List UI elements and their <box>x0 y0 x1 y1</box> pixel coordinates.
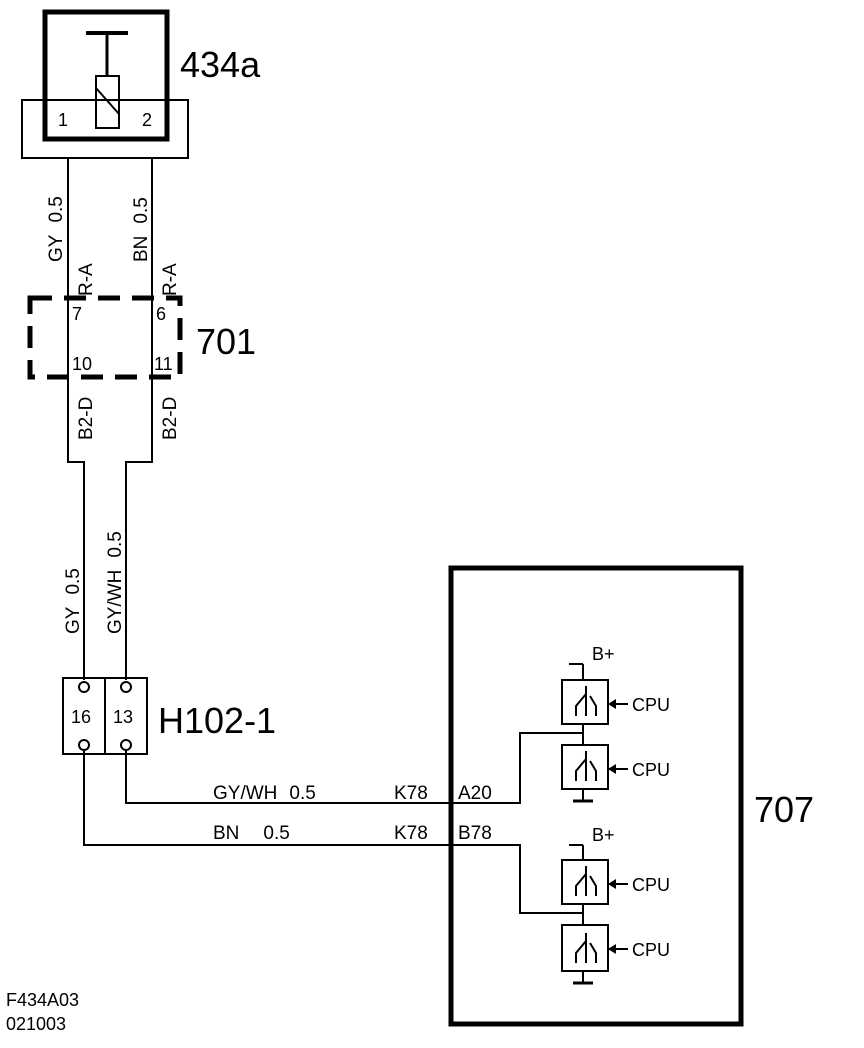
connector-h102-pin-13: 13 <box>113 707 133 727</box>
upper-wires: GY0.5 BN0.5 <box>46 158 153 298</box>
wire-k78-b78-conn: K78 <box>394 823 428 844</box>
solenoid-coil <box>95 75 120 129</box>
wire-gy-lower-label: GY0.5 <box>63 568 84 634</box>
connector-701-pin-10: 10 <box>72 354 92 374</box>
lower-driver-pair: B+ CPU CPU <box>561 825 670 985</box>
bplus-bottom-label: B+ <box>592 825 615 845</box>
solenoid-434a: 1 2 434a <box>21 9 261 159</box>
connector-701-box <box>27 295 183 380</box>
upper-driver-pair: B+ CPU CPU <box>561 644 670 803</box>
solenoid-pin-2: 2 <box>142 110 152 130</box>
module-707-box <box>448 565 744 1027</box>
middle-wires: GY0.5 GY/WH0.5 <box>63 377 153 680</box>
connector-701-bottom-right-label: B2-D <box>160 397 181 440</box>
connector-701-top-left-label: R-A <box>76 263 97 296</box>
connector-701: R-A R-A 7 6 10 11 701 B2-D B2-D <box>27 263 256 440</box>
connector-701-id-label: 701 <box>196 321 256 362</box>
solenoid-id-label: 434a <box>180 44 261 85</box>
cpu-label-2: CPU <box>632 760 670 780</box>
solenoid-434a-box <box>42 9 170 142</box>
bplus-top-label: B+ <box>592 644 615 664</box>
cpu-label-4: CPU <box>632 940 670 960</box>
connector-701-pin-11: 11 <box>154 354 173 374</box>
wire-k78-a20-pin: A20 <box>458 783 492 804</box>
connector-h102-1: 16 13 H102-1 <box>62 677 276 755</box>
connector-701-pin-7: 7 <box>72 304 82 324</box>
connector-h102-pin-16: 16 <box>71 707 91 727</box>
cpu-label-3: CPU <box>632 875 670 895</box>
connector-h102-id-label: H102-1 <box>158 700 276 741</box>
solenoid-pin-1: 1 <box>58 110 68 130</box>
wire-gywh-label: GY/WH0.5 <box>105 531 126 634</box>
connector-701-top-right-label: R-A <box>160 263 181 296</box>
figure-id-label: F434A03 <box>6 990 79 1010</box>
cpu-label-1: CPU <box>632 695 670 715</box>
date-code-label: 021003 <box>6 1014 66 1034</box>
module-707: 707 B+ CPU CPU B <box>448 565 814 1027</box>
wire-k78-a20-conn: K78 <box>394 783 428 804</box>
wire-gy-label: GY0.5 <box>46 196 67 262</box>
solenoid-coil-diagonal <box>95 87 120 115</box>
solenoid-434a-connector-housing <box>21 99 189 159</box>
connector-701-pin-6: 6 <box>156 304 166 324</box>
wire-k78-b78-pin: B78 <box>458 823 492 844</box>
module-707-id-label: 707 <box>754 789 814 830</box>
wire-bn-label: BN0.5 <box>131 197 152 262</box>
connector-701-bottom-left-label: B2-D <box>76 397 97 440</box>
